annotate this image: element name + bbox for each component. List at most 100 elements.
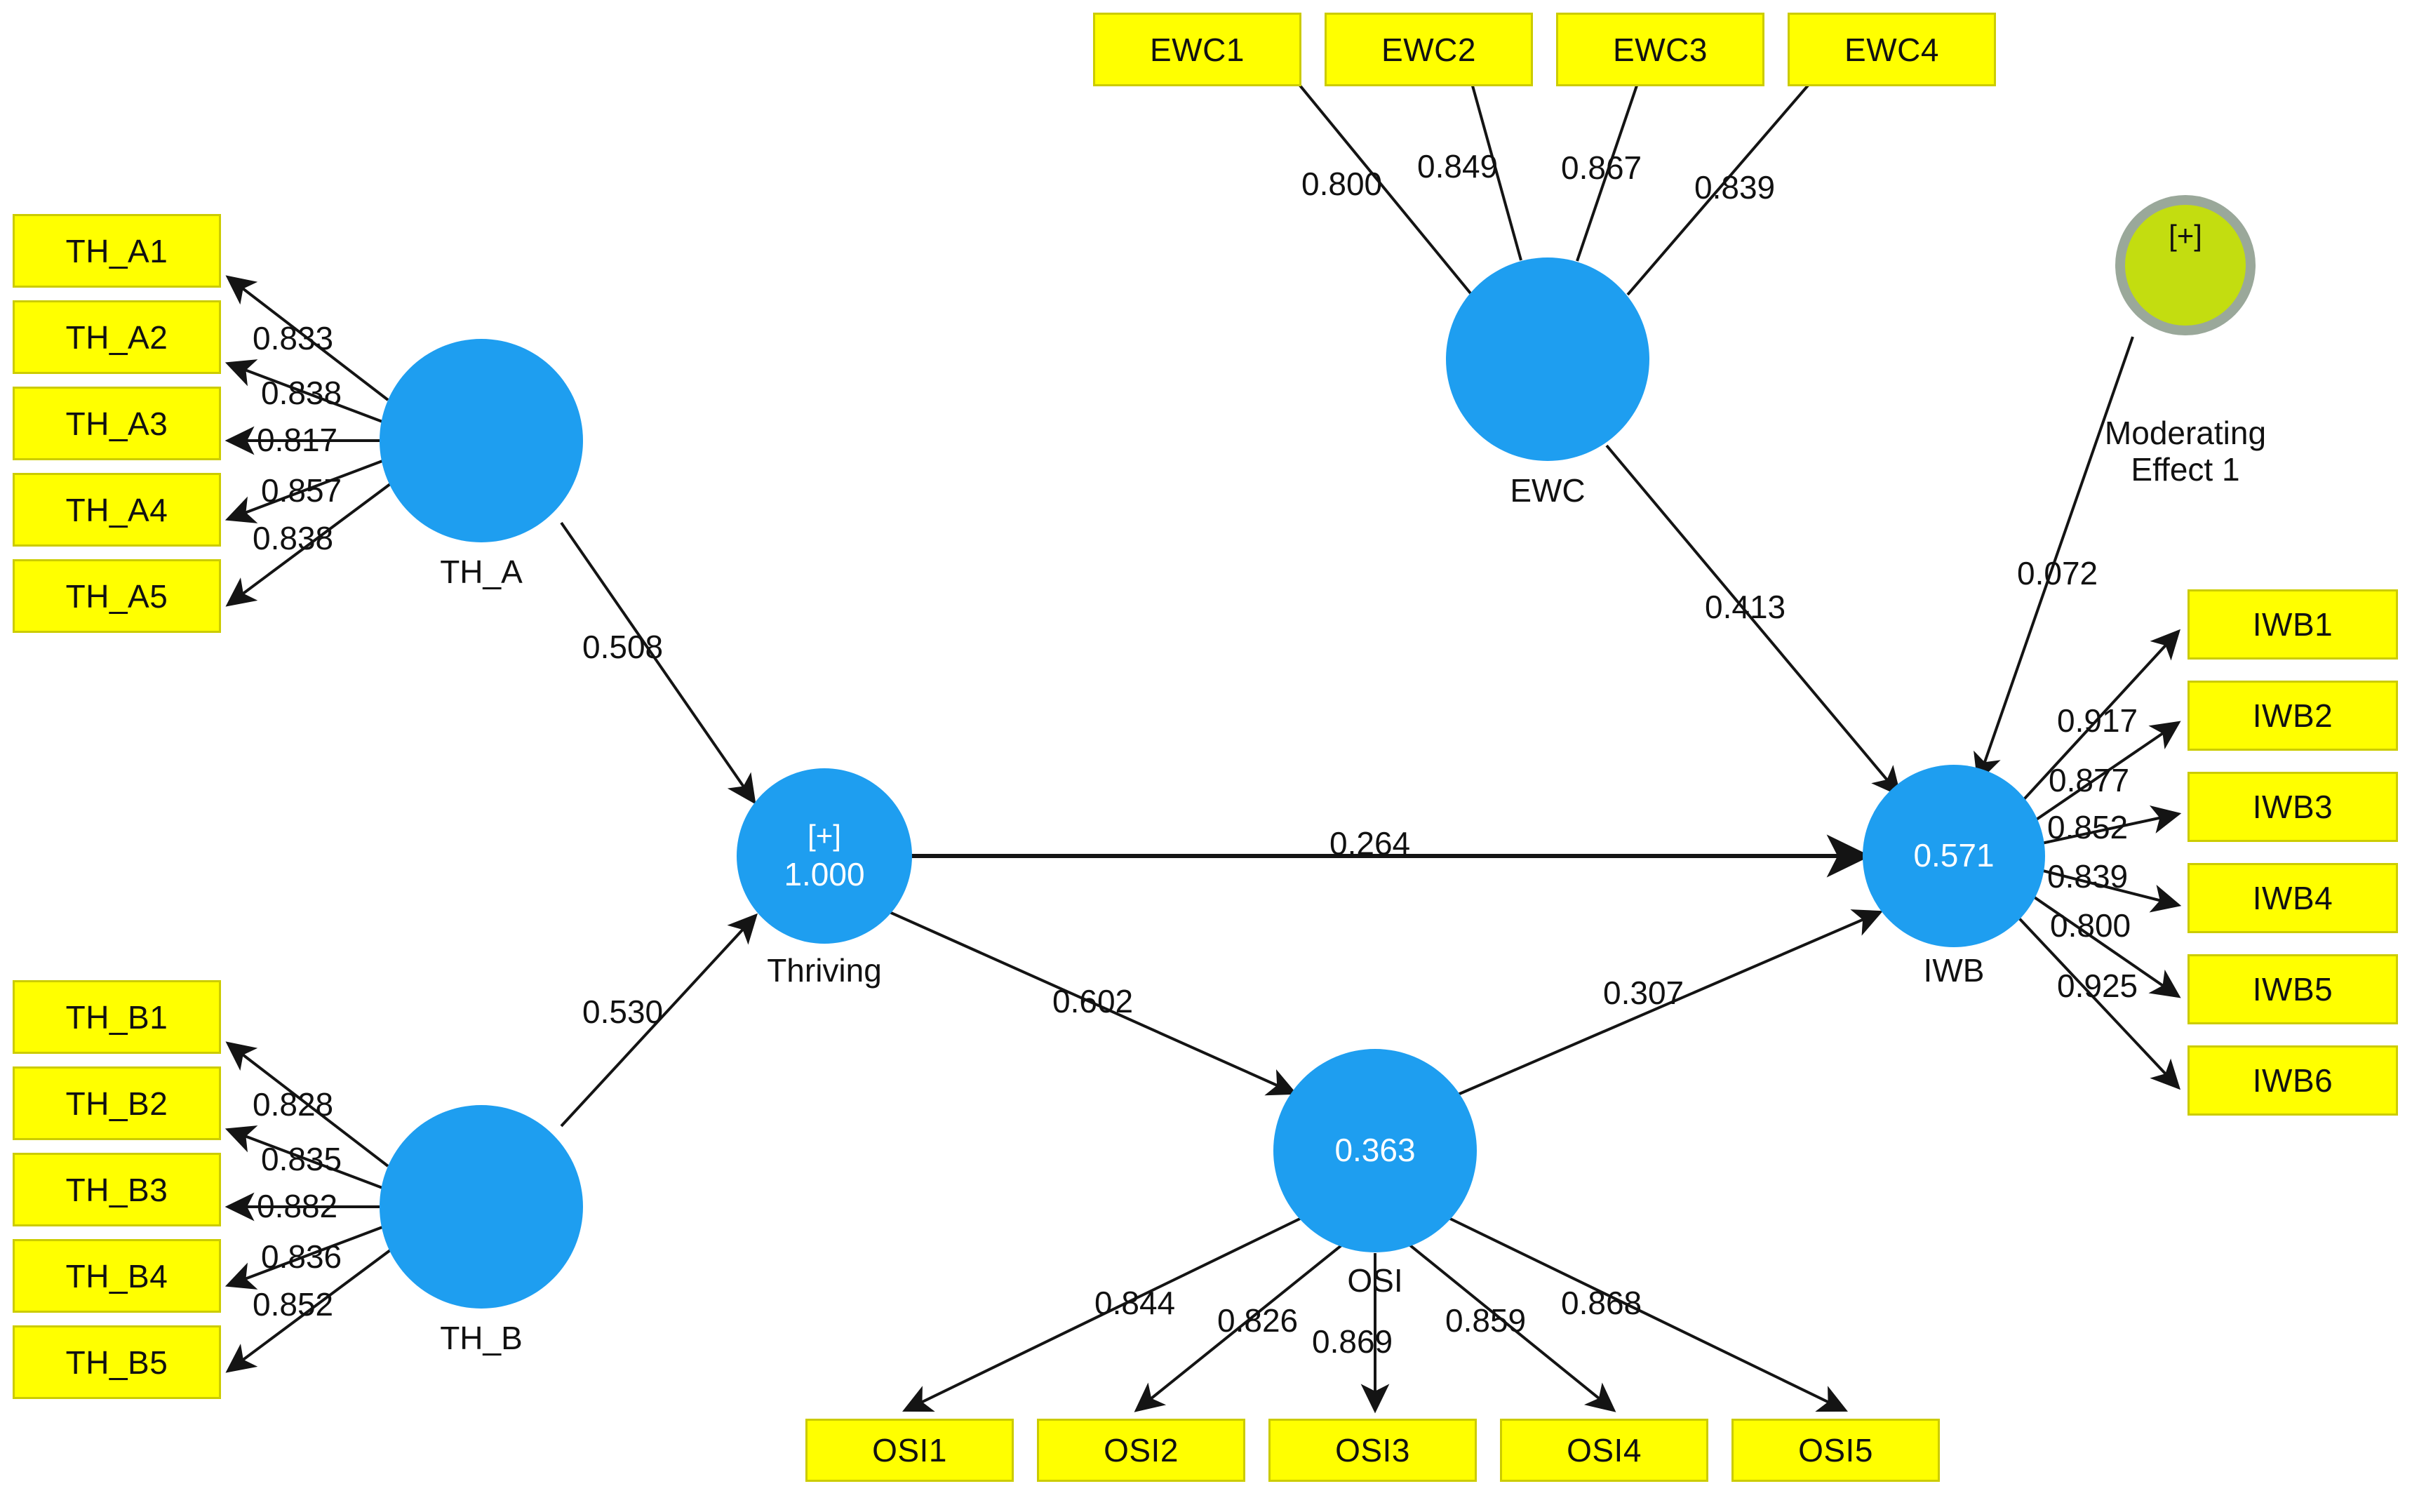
loading-label-osi-osi5: 0.868: [1561, 1285, 1642, 1321]
indicator-box-th-b2[interactable]: TH_B2: [13, 1066, 221, 1140]
edge-tha-tha2: [225, 359, 383, 423]
indicator-box-ewc2[interactable]: EWC2: [1325, 13, 1533, 86]
loading-label-ewc-ewc2: 0.849: [1417, 148, 1499, 185]
path-label-osi-iwb: 0.307: [1603, 975, 1684, 1011]
indicator-box-iwb5[interactable]: IWB5: [2187, 954, 2398, 1024]
construct-node-iwb[interactable]: 0.571: [1863, 765, 2045, 947]
r-squared-osi: 0.363: [1334, 1132, 1416, 1169]
indicator-label: OSI4: [1567, 1432, 1642, 1468]
indicator-box-ewc3[interactable]: EWC3: [1556, 13, 1764, 86]
indicator-box-osi3[interactable]: OSI3: [1268, 1419, 1477, 1482]
indicator-box-ewc4[interactable]: EWC4: [1788, 13, 1996, 86]
construct-label-th-b: TH_B: [440, 1320, 523, 1356]
indicator-label: IWB4: [2252, 880, 2333, 916]
edge-thb-thb4: [225, 1226, 383, 1290]
loading-label-osi-osi1: 0.844: [1094, 1285, 1176, 1321]
indicator-box-iwb4[interactable]: IWB4: [2187, 863, 2398, 933]
indicator-label: TH_B4: [65, 1257, 168, 1294]
indicator-label: EWC3: [1613, 31, 1708, 68]
path-label-thriving-osi: 0.602: [1052, 983, 1134, 1019]
indicator-label: OSI1: [872, 1432, 947, 1468]
indicator-label: EWC1: [1150, 31, 1245, 68]
indicator-box-th-b4[interactable]: TH_B4: [13, 1239, 221, 1313]
edge-iwb-iwb2: [2025, 721, 2181, 828]
indicator-label: OSI5: [1798, 1432, 1873, 1468]
indicator-label: TH_A1: [65, 232, 168, 269]
indicator-label: EWC4: [1844, 31, 1939, 68]
loading-label-iwb-iwb6: 0.925: [2057, 968, 2138, 1004]
indicator-label: IWB2: [2252, 697, 2333, 734]
loading-label-iwb-iwb3: 0.852: [2047, 809, 2129, 845]
loading-label-tha-tha4: 0.857: [261, 472, 342, 509]
construct-label-th-a: TH_A: [440, 554, 523, 590]
edge-iwb-iwb4: [2031, 867, 2182, 913]
loading-label-osi-osi2: 0.826: [1217, 1302, 1299, 1339]
construct-node-th-b[interactable]: [380, 1105, 583, 1309]
indicator-box-osi5[interactable]: OSI5: [1731, 1419, 1940, 1482]
indicator-box-th-a3[interactable]: TH_A3: [13, 387, 221, 460]
indicator-label: OSI2: [1104, 1432, 1179, 1468]
loading-label-ewc-ewc4: 0.839: [1694, 169, 1776, 206]
edge-tha-tha4: [225, 460, 383, 523]
indicator-label: TH_A4: [65, 491, 168, 528]
loading-label-thb-thb2: 0.835: [261, 1141, 342, 1177]
indicator-label: IWB5: [2252, 971, 2333, 1008]
loading-label-osi-osi4: 0.859: [1445, 1302, 1527, 1339]
loading-label-iwb-iwb4: 0.839: [2047, 858, 2129, 895]
path-label-ewc-iwb: 0.413: [1705, 589, 1786, 625]
loading-label-tha-tha1: 0.833: [253, 320, 334, 356]
indicator-box-th-b1[interactable]: TH_B1: [13, 980, 221, 1054]
edge-tha-tha1: [225, 275, 389, 401]
edge-ewc-iwb: [1605, 444, 1901, 797]
construct-label-thriving: Thriving: [767, 952, 882, 989]
loading-label-thb-thb5: 0.852: [253, 1286, 334, 1323]
edge-thb-thriving: [560, 913, 758, 1128]
construct-node-th-a[interactable]: [380, 339, 583, 542]
edge-tha-tha5: [225, 483, 391, 607]
edge-mod1-iwb: [1974, 336, 2134, 784]
edge-iwb-iwb3: [2031, 805, 2182, 847]
path-label-thb-thriving: 0.530: [582, 993, 664, 1030]
construct-label-ewc: EWC: [1510, 472, 1586, 509]
indicator-box-iwb2[interactable]: IWB2: [2187, 681, 2398, 751]
indicator-label: TH_A3: [65, 405, 168, 442]
edge-ewc-ewc1: [1269, 48, 1472, 295]
indicator-box-osi1[interactable]: OSI1: [805, 1419, 1014, 1482]
edge-iwb-iwb5: [2022, 888, 2181, 998]
construct-node-moderating-effect-1[interactable]: [+]: [2115, 195, 2256, 335]
indicator-box-iwb3[interactable]: IWB3: [2187, 772, 2398, 842]
loading-label-ewc-ewc1: 0.800: [1301, 166, 1383, 202]
edge-thb-thb5: [225, 1249, 391, 1373]
indicator-box-osi4[interactable]: OSI4: [1500, 1419, 1708, 1482]
loading-label-tha-tha3: 0.817: [257, 422, 338, 458]
loading-label-iwb-iwb1: 0.917: [2057, 702, 2138, 739]
indicator-box-osi2[interactable]: OSI2: [1037, 1419, 1245, 1482]
indicator-box-th-b3[interactable]: TH_B3: [13, 1153, 221, 1226]
indicator-box-iwb1[interactable]: IWB1: [2187, 589, 2398, 660]
path-label-thriving-iwb: 0.264: [1329, 825, 1411, 862]
indicator-label: TH_B5: [65, 1344, 168, 1381]
indicator-box-th-a1[interactable]: TH_A1: [13, 214, 221, 288]
indicator-label: IWB1: [2252, 606, 2333, 643]
indicator-box-th-a4[interactable]: TH_A4: [13, 473, 221, 547]
plus-sign-moderating-effect: [+]: [2169, 219, 2202, 252]
indicator-box-th-b5[interactable]: TH_B5: [13, 1325, 221, 1399]
indicator-box-th-a5[interactable]: TH_A5: [13, 559, 221, 633]
construct-node-osi[interactable]: 0.363: [1273, 1049, 1477, 1252]
indicator-box-th-a2[interactable]: TH_A2: [13, 300, 221, 374]
loading-label-tha-tha2: 0.838: [261, 375, 342, 411]
edge-osi-osi4: [1409, 1244, 1616, 1412]
indicator-label: EWC2: [1381, 31, 1476, 68]
indicator-box-iwb6[interactable]: IWB6: [2187, 1045, 2398, 1116]
construct-node-thriving[interactable]: [+] 1.000: [737, 768, 912, 944]
edge-osi-osi5: [1447, 1216, 1848, 1412]
indicator-box-ewc1[interactable]: EWC1: [1093, 13, 1301, 86]
construct-node-ewc[interactable]: [1446, 257, 1649, 461]
loading-label-osi-osi3: 0.869: [1312, 1323, 1393, 1360]
indicator-label: TH_B2: [65, 1085, 168, 1122]
loading-label-ewc-ewc3: 0.867: [1561, 149, 1642, 186]
edge-iwb-iwb1: [2016, 629, 2180, 808]
indicator-label: OSI3: [1335, 1432, 1410, 1468]
